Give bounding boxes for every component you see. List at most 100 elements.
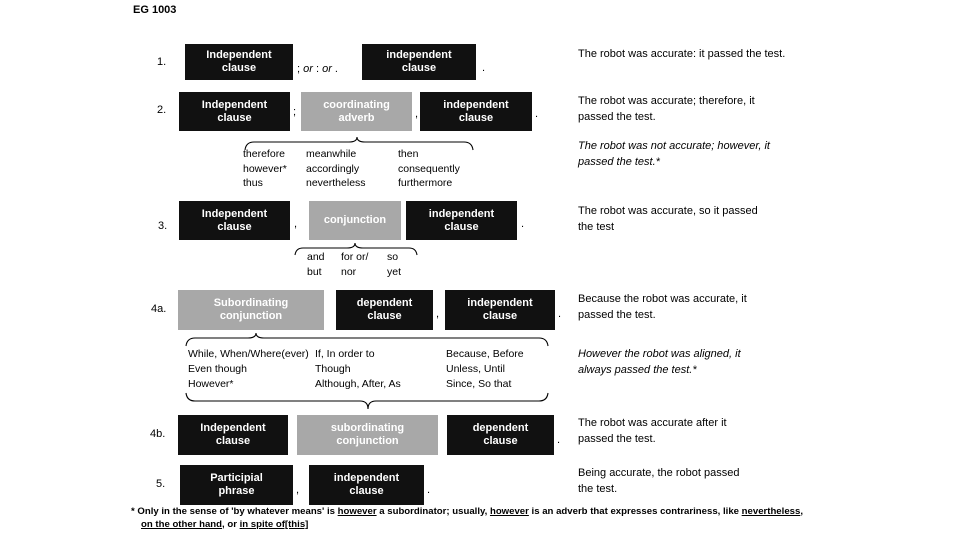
word-item: therefore bbox=[243, 148, 286, 160]
box-label: clause bbox=[401, 62, 437, 74]
word-item: Even though bbox=[188, 363, 247, 376]
sentence-line: the test. bbox=[578, 483, 618, 495]
row-5-comma: , bbox=[296, 484, 300, 496]
word-item: so bbox=[387, 251, 399, 263]
sentence-line: passed the test. bbox=[578, 111, 656, 123]
word-item: Because, Before bbox=[446, 348, 524, 360]
row-4b-independent-clause-box: Independent clause bbox=[178, 415, 288, 455]
example-sentence-7: The robot was accurate after it passed t… bbox=[578, 415, 828, 447]
row-4a-number: 4a. bbox=[151, 303, 167, 315]
row-1-connector-text: ; or : or . bbox=[297, 63, 338, 75]
row-1-period: . bbox=[482, 62, 486, 74]
row-1-number: 1. bbox=[157, 56, 167, 68]
box-label: conjunction bbox=[323, 214, 387, 226]
row-4b-period: . bbox=[557, 434, 561, 446]
footnote-line-2: on the other hand, or in spite of[this] bbox=[141, 519, 309, 530]
word-item: While, When/Where(ever) bbox=[188, 348, 309, 360]
word-item: and bbox=[307, 251, 325, 263]
sentence-line: The robot was accurate after it bbox=[578, 417, 727, 429]
box-label: independent bbox=[428, 207, 495, 220]
word-item: meanwhile bbox=[306, 148, 357, 160]
sentence-line: Because the robot was accurate, it bbox=[578, 293, 747, 305]
box-label: Independent bbox=[201, 98, 268, 111]
box-label: adverb bbox=[338, 111, 375, 124]
sentence-line: The robot was accurate; therefore, it bbox=[578, 95, 755, 107]
word-item: furthermore bbox=[398, 177, 453, 189]
subordinating-conjunction-list-col-1: While, When/Where(ever) Even though Howe… bbox=[188, 347, 309, 393]
box-label: independent bbox=[467, 297, 533, 309]
row-4a-independent-clause-box: independent clause bbox=[445, 290, 555, 330]
page-title: EG 1003 bbox=[133, 4, 177, 16]
conjunction-list-col-3: so yet bbox=[387, 250, 401, 279]
word-item: nevertheless bbox=[306, 177, 366, 189]
footnote-line-1: * Only in the sense of 'by whatever mean… bbox=[131, 506, 803, 517]
box-label: clause bbox=[482, 310, 518, 322]
row-5-number: 5. bbox=[156, 478, 166, 490]
row-4a-subordinating-conjunction-box: Subordinating conjunction bbox=[178, 290, 324, 330]
box-label: Participial bbox=[210, 472, 263, 484]
row-2-period: . bbox=[535, 108, 539, 120]
word-item: then bbox=[398, 148, 419, 160]
row-2-independent-clause-box: Independent clause bbox=[179, 92, 290, 131]
box-label: phrase bbox=[218, 485, 255, 497]
example-sentence-5: Because the robot was accurate, it passe… bbox=[578, 291, 828, 323]
box-label: dependent bbox=[472, 422, 529, 434]
box-label: independent bbox=[443, 98, 509, 111]
curly-brace-up-icon bbox=[294, 242, 418, 256]
row-4a-period: . bbox=[558, 308, 562, 320]
row-2-comma: , bbox=[415, 108, 419, 120]
box-label: Independent bbox=[201, 207, 268, 220]
box-label: clause bbox=[217, 220, 252, 233]
word-item: however* bbox=[243, 162, 287, 175]
row-1-independent-clause-box-2: independent clause bbox=[362, 44, 476, 80]
row-4b-number: 4b. bbox=[150, 428, 166, 440]
box-label: clause bbox=[458, 111, 494, 124]
word-item: accordingly bbox=[306, 162, 360, 175]
row-4a-dependent-clause-box: dependent clause bbox=[336, 290, 433, 330]
sentence-line: However the robot was aligned, it bbox=[578, 348, 741, 360]
example-sentence-1: The robot was accurate: it passed the te… bbox=[578, 46, 828, 62]
word-item: If, In order to bbox=[315, 348, 375, 360]
box-label: independent bbox=[333, 472, 400, 484]
example-sentence-4: The robot was accurate, so it passed the… bbox=[578, 203, 828, 235]
box-label: Subordinating bbox=[213, 297, 289, 309]
row-1-independent-clause-box: Independent clause bbox=[185, 44, 293, 80]
row-5-period: . bbox=[427, 484, 431, 496]
box-label: coordinating bbox=[323, 98, 390, 111]
word-item: Since, So that bbox=[446, 378, 512, 391]
curly-brace-down-icon bbox=[185, 392, 549, 410]
box-label: clause bbox=[367, 310, 402, 322]
sentence-line: The robot was not accurate; however, it bbox=[578, 140, 770, 152]
example-sentence-2: The robot was accurate; therefore, it pa… bbox=[578, 93, 828, 125]
word-item: Although, After, As bbox=[315, 378, 401, 391]
row-4a-comma: , bbox=[436, 308, 440, 320]
row-4b-dependent-clause-box: dependent clause bbox=[447, 415, 554, 455]
sentence-line: always passed the test.* bbox=[578, 364, 697, 376]
box-label: subordinating bbox=[330, 422, 405, 434]
word-item: yet bbox=[387, 265, 402, 278]
row-2-independent-clause-box-2: independent clause bbox=[420, 92, 532, 131]
box-label: clause bbox=[221, 62, 257, 74]
row-2-semicolon: ; bbox=[293, 106, 297, 118]
word-item: but bbox=[307, 265, 322, 278]
conjunction-list-col-2: for or/ nor bbox=[341, 250, 368, 279]
box-label: clause bbox=[215, 435, 251, 447]
conjunction-list-col-1: and but bbox=[307, 250, 325, 279]
example-sentence-3: The robot was not accurate; however, it … bbox=[578, 138, 828, 170]
row-2-coordinating-adverb-box: coordinating adverb bbox=[301, 92, 412, 131]
word-item: thus bbox=[243, 177, 263, 189]
sentence-line: passed the test. bbox=[578, 309, 656, 321]
box-label: clause bbox=[483, 435, 518, 447]
sentence-line: passed the test. bbox=[578, 433, 656, 445]
coordinating-adverb-list-col-2: meanwhile accordingly nevertheless bbox=[306, 147, 366, 191]
word-item: nor bbox=[341, 265, 357, 278]
example-sentence-6: However the robot was aligned, it always… bbox=[578, 346, 828, 378]
curly-brace-up-icon bbox=[244, 136, 474, 151]
coordinating-adverb-list-col-1: therefore however* thus bbox=[243, 147, 287, 191]
row-3-independent-clause-box-2: independent clause bbox=[406, 201, 517, 240]
sentence-line: Being accurate, the robot passed bbox=[578, 467, 740, 479]
box-label: Independent bbox=[206, 49, 272, 61]
row-3-number: 3. bbox=[158, 220, 168, 232]
curly-brace-up-icon bbox=[185, 332, 549, 347]
box-label: conjunction bbox=[219, 310, 283, 322]
